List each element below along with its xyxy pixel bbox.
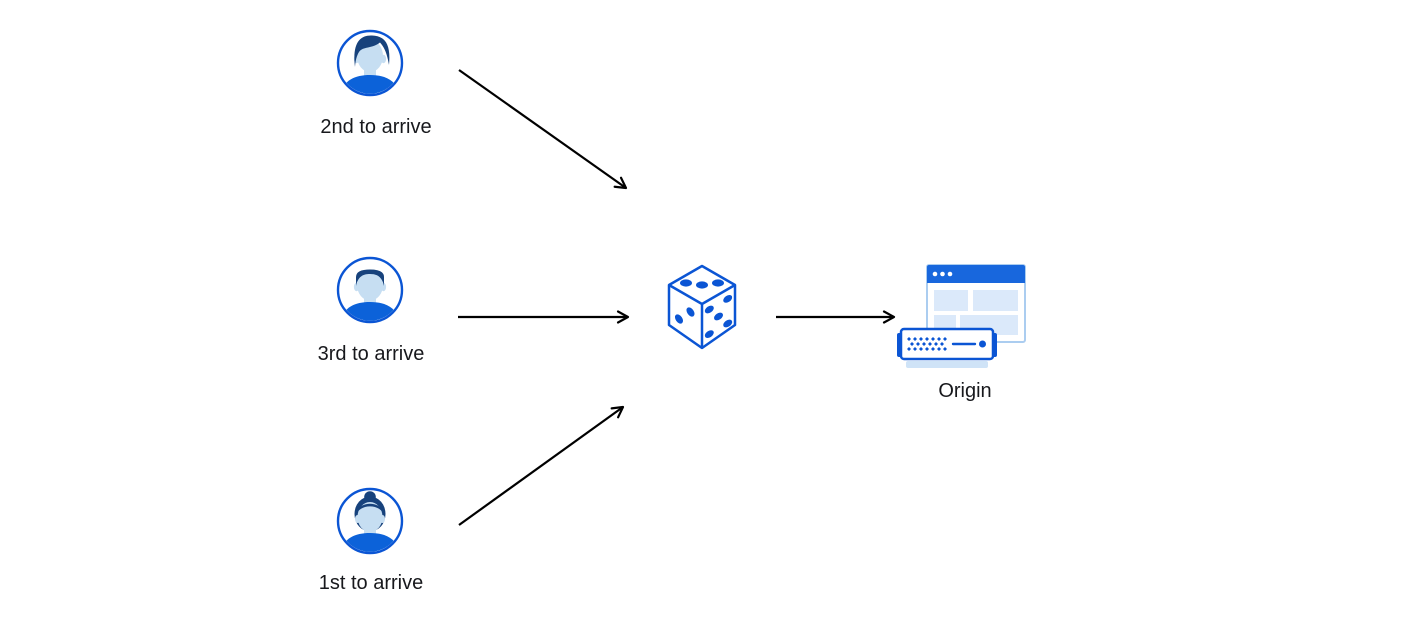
origin-group: [896, 262, 1036, 372]
server-vent-grille: [907, 337, 947, 351]
client-label-3rd: 3rd to arrive: [317, 343, 425, 365]
arrow-client2-to-dice: [458, 69, 628, 190]
client-group-3rd: [336, 256, 404, 324]
client-label-1st: 1st to arrive: [318, 572, 424, 594]
browser-window-and-server-icon: [897, 264, 1026, 368]
user-avatar-woman-bun-icon: [336, 487, 404, 555]
client-group-1st: [336, 487, 404, 555]
origin-label: Origin: [938, 380, 992, 402]
server-icon: [897, 327, 997, 368]
dice-icon: [667, 264, 737, 350]
user-avatar-man-swept-hair-icon: [336, 29, 404, 97]
arrow-client1-to-dice: [458, 405, 625, 526]
random-selector: [666, 264, 738, 350]
client-group-2nd: [336, 29, 404, 97]
client-label-2nd: 2nd to arrive: [320, 116, 432, 138]
user-avatar-man-flat-top-icon: [336, 256, 404, 324]
